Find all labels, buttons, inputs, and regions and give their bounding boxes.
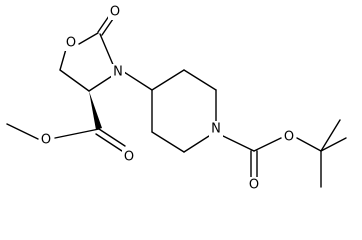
bond-boc-ether-o-tbu xyxy=(296,137,322,152)
bonds xyxy=(6,15,347,188)
atom-o-ring: O xyxy=(66,36,76,51)
bond-pip-c3-c2 xyxy=(183,69,217,91)
bond-c2-carbonyl-a xyxy=(97,15,110,33)
bond-ring-o-c2 xyxy=(78,32,99,45)
bond-ester-c-o-single xyxy=(54,128,100,139)
bond-ester-carbonyl-b xyxy=(95,133,123,152)
bond-pip-c6-c5 xyxy=(151,131,185,153)
atom-labels: O O N O O N O O xyxy=(39,4,296,193)
atom-o-methoxy: O xyxy=(41,133,51,148)
atom-o-carbonyl: O xyxy=(110,5,120,20)
bond-tbu-methyl-2 xyxy=(320,137,347,152)
atom-n-ring: N xyxy=(113,65,123,80)
chemical-structure-diagram: O O N O O N O O xyxy=(6,4,347,193)
bond-pip-n-c6 xyxy=(183,135,210,153)
bond-boc-c-ether-o xyxy=(253,137,282,152)
bond-ring-c4-c5 xyxy=(59,69,90,92)
atom-o-ester: O xyxy=(124,150,134,165)
stereo-wedge-bond xyxy=(89,91,102,130)
bond-c2-carbonyl-b xyxy=(101,18,114,36)
bond-pip-c4-c3 xyxy=(151,69,185,91)
bond-ring-c2-n xyxy=(99,33,115,68)
atom-o-boc-ether: O xyxy=(284,130,294,145)
bond-ester-o-methyl xyxy=(6,123,39,140)
bond-n-piperidine-c4 xyxy=(123,71,153,91)
bond-ring-c5-o xyxy=(59,48,67,71)
atom-n-piperidine: N xyxy=(211,122,221,137)
atom-o-boc-carbonyl: O xyxy=(249,178,259,193)
bond-tbu-methyl-3 xyxy=(320,119,341,152)
bond-ring-n-c4 xyxy=(88,75,113,92)
bond-ester-carbonyl-a xyxy=(98,128,126,147)
bond-n-boc-carbonyl xyxy=(222,135,255,152)
